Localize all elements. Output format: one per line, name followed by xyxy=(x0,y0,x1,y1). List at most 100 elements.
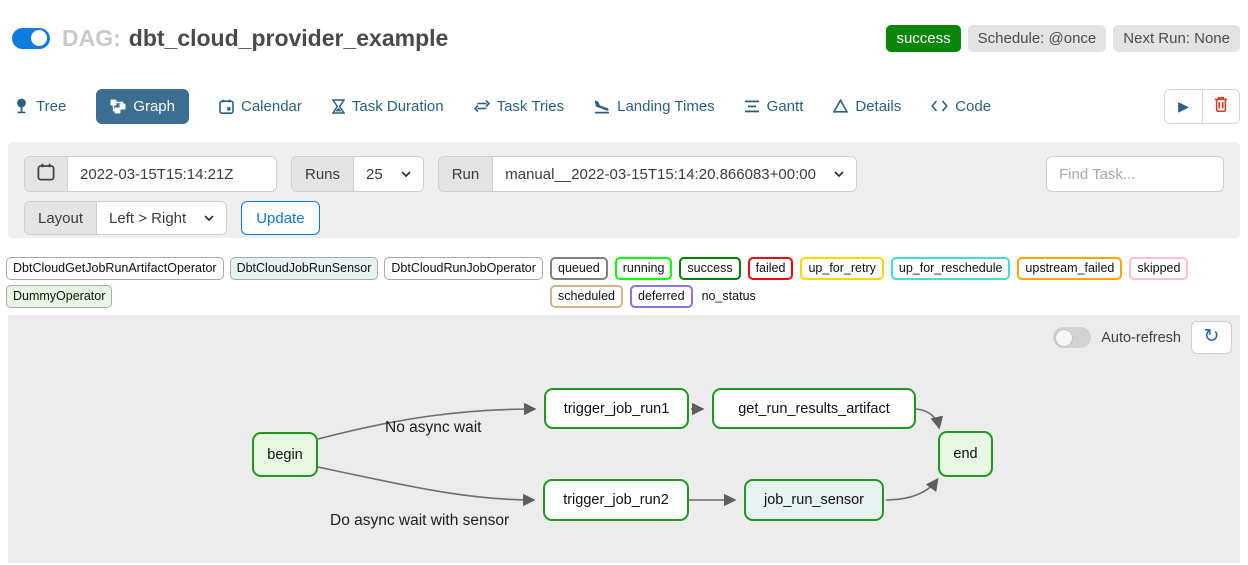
header: DAG: dbt_cloud_provider_example success … xyxy=(12,18,1240,58)
tab-label: Code xyxy=(955,97,992,115)
runs-count-value: 25 xyxy=(366,165,383,183)
legend-state-badge[interactable]: no_status xyxy=(701,288,756,303)
auto-refresh-label: Auto-refresh xyxy=(1101,329,1181,346)
task-node-trigger-job-run1[interactable]: trigger_job_run1 xyxy=(544,388,689,429)
tab-task-tries[interactable]: Task Tries xyxy=(473,97,565,115)
repeat-icon xyxy=(473,99,490,113)
graph-panel: Auto-refresh ↻ No async wait Do async wa… xyxy=(8,315,1240,563)
chevron-down-icon xyxy=(401,170,411,177)
tab-label: Graph xyxy=(133,97,175,115)
filter-row-2: Layout Left > Right Update xyxy=(24,201,1224,235)
tab-label: Details xyxy=(855,97,902,115)
header-badges: success Schedule: @once Next Run: None xyxy=(886,24,1240,52)
toggle-knob xyxy=(31,30,47,46)
dag-run-select[interactable]: manual__2022-03-15T15:14:20.866083+00:00 xyxy=(493,157,856,191)
legend-state-badge[interactable]: running xyxy=(614,257,673,280)
tab-calendar[interactable]: Calendar xyxy=(219,98,302,115)
tab-label: Task Tries xyxy=(496,97,565,115)
legend-state-badge[interactable]: up_for_reschedule xyxy=(890,257,1011,280)
dag-edges xyxy=(317,402,944,507)
calendar-addon[interactable] xyxy=(25,157,68,191)
tab-label: Gantt xyxy=(766,97,804,115)
dag-prefix-label: DAG: xyxy=(62,24,121,51)
legend-state-badge[interactable]: skipped xyxy=(1129,257,1189,280)
tab-graph[interactable]: Graph xyxy=(96,88,189,124)
task-node-get-run-results-artifact[interactable]: get_run_results_artifact xyxy=(712,388,916,429)
triangle-icon xyxy=(833,99,849,113)
find-task-wrap xyxy=(1046,156,1224,192)
tab-gantt[interactable]: Gantt xyxy=(744,97,804,115)
run-group: Run manual__2022-03-15T15:14:20.866083+0… xyxy=(437,156,857,192)
task-node-end[interactable]: end xyxy=(938,431,993,477)
tab-label: Task Duration xyxy=(351,97,444,115)
layout-value: Left > Right xyxy=(109,209,187,227)
toggle-knob xyxy=(1056,329,1073,346)
calendar-icon xyxy=(37,163,55,185)
filter-row-1: Runs 25 Run manual__2022-03-15T15:14:20.… xyxy=(24,156,1224,192)
tabs: Tree Graph Calendar Task Duration Task T… xyxy=(14,88,991,124)
hourglass-icon xyxy=(331,98,345,114)
runs-label: Runs xyxy=(292,157,355,191)
dag-pause-toggle[interactable] xyxy=(12,27,50,49)
legend-state-badge[interactable]: deferred xyxy=(630,284,693,308)
tab-code[interactable]: Code xyxy=(931,98,991,115)
task-node-job-run-sensor[interactable]: job_run_sensor xyxy=(744,479,884,521)
tab-landing-times[interactable]: Landing Times xyxy=(594,98,715,115)
schedule-badge: Schedule: @once xyxy=(967,24,1107,52)
filter-panel: Runs 25 Run manual__2022-03-15T15:14:20.… xyxy=(8,142,1240,238)
delete-dag-button[interactable] xyxy=(1202,89,1239,123)
code-icon xyxy=(931,100,949,112)
execution-date-input[interactable] xyxy=(68,157,276,191)
update-button[interactable]: Update xyxy=(241,201,320,235)
chevron-down-icon xyxy=(834,170,844,177)
refresh-button[interactable]: ↻ xyxy=(1191,321,1232,354)
tab-tree[interactable]: Tree xyxy=(14,98,66,115)
legend-state-badge[interactable]: success xyxy=(679,257,741,280)
runs-count-select[interactable]: 25 xyxy=(354,157,423,191)
tab-bar: Tree Graph Calendar Task Duration Task T… xyxy=(14,86,1240,126)
dag-title: dbt_cloud_provider_example xyxy=(128,24,449,51)
legend-state-badge[interactable]: queued xyxy=(550,257,608,280)
legend-operator-badge[interactable]: DbtCloudRunJobOperator xyxy=(384,257,543,280)
tab-label: Tree xyxy=(36,97,67,115)
play-icon: ▶ xyxy=(1178,97,1189,114)
layout-select[interactable]: Left > Right xyxy=(97,202,227,234)
plane-landing-icon xyxy=(594,99,610,114)
edge-label-no-async: No async wait xyxy=(385,419,482,436)
find-task-input[interactable] xyxy=(1046,156,1224,192)
gantt-bars-icon xyxy=(744,100,760,113)
graph-nodes-icon xyxy=(110,99,126,114)
legend-state-badge[interactable]: up_for_retry xyxy=(800,257,884,280)
tab-task-duration[interactable]: Task Duration xyxy=(331,97,444,115)
dag-run-value: manual__2022-03-15T15:14:20.866083+00:00 xyxy=(505,165,816,183)
trigger-dag-button[interactable]: ▶ xyxy=(1165,89,1202,123)
dag-action-buttons: ▶ xyxy=(1164,88,1240,124)
task-node-trigger-job-run2[interactable]: trigger_job_run2 xyxy=(543,479,689,521)
state-legend: queued running success failed up_for_retry up… xyxy=(550,257,1240,308)
layout-group: Layout Left > Right xyxy=(24,201,228,235)
legend-operator-badge[interactable]: DummyOperator xyxy=(6,284,113,308)
legend-state-badge[interactable]: upstream_failed xyxy=(1017,257,1123,280)
tab-label: Landing Times xyxy=(617,97,715,115)
auto-refresh-toggle[interactable] xyxy=(1053,327,1092,348)
status-badge: success xyxy=(886,24,961,52)
runs-group: Runs 25 xyxy=(291,156,424,192)
legend-operator-badge[interactable]: DbtCloudJobRunSensor xyxy=(229,257,379,280)
legend-state-badge[interactable]: failed xyxy=(747,257,794,280)
edge-label-async-sensor: Do async wait with sensor xyxy=(330,512,510,529)
run-label: Run xyxy=(438,157,494,191)
legend-operator-badge[interactable]: DbtCloudGetJobRunArtifactOperator xyxy=(6,257,224,280)
legend-state-badge[interactable]: scheduled xyxy=(550,284,623,308)
refresh-row: Auto-refresh ↻ xyxy=(1053,321,1232,354)
trash-icon xyxy=(1214,96,1228,117)
layout-label: Layout xyxy=(25,202,98,234)
tree-pin-icon xyxy=(14,98,29,114)
tab-label: Calendar xyxy=(241,97,302,115)
tab-details[interactable]: Details xyxy=(833,98,901,115)
task-node-begin[interactable]: begin xyxy=(252,432,318,477)
calendar-icon xyxy=(219,99,234,114)
execution-date-group xyxy=(24,156,277,192)
